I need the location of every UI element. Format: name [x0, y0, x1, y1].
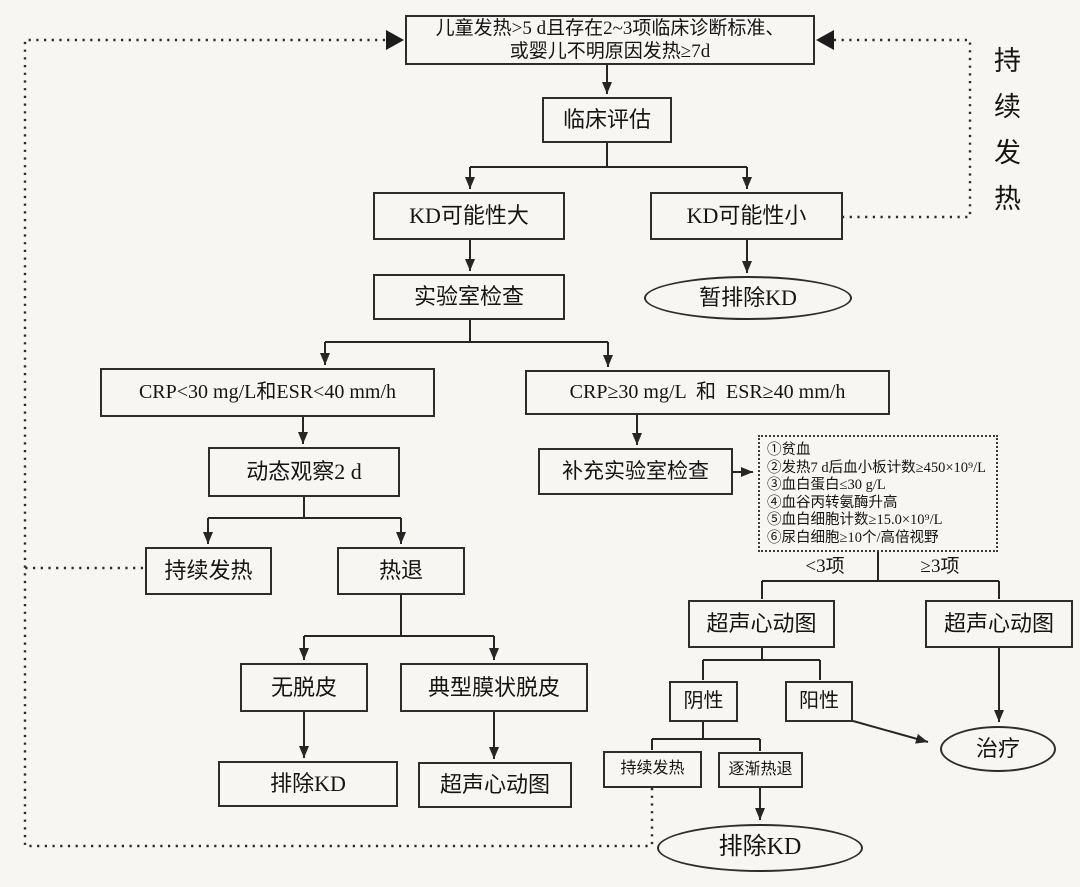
node-temp-exclude-kd: 暂排除KD [644, 276, 852, 320]
node-persistent-fever-bottom: 持续发热 [603, 751, 702, 788]
node-negative: 阴性 [669, 681, 738, 722]
loop-arrowhead-right [816, 30, 834, 50]
node-fever-subsides: 热退 [337, 547, 465, 595]
node-exclude-kd-final: 排除KD [657, 824, 863, 872]
node-clinical-evaluation: 临床评估 [542, 97, 672, 143]
node-kd-likely: KD可能性大 [373, 192, 565, 240]
node-exclude-kd-box: 排除KD [218, 761, 398, 807]
branch-label-ge3: ≥3项 [920, 556, 960, 577]
node-lab-exam: 实验室检查 [373, 274, 565, 320]
branch-label-lt3: <3项 [805, 556, 845, 577]
node-lab-criteria-list: ①贫血 ②发热7 d后血小板计数≥450×10⁹/L ③血白蛋白≤30 g/L … [758, 435, 998, 552]
side-label-persistent-fever: 持续发热 [990, 46, 1020, 230]
node-kd-unlikely: KD可能性小 [650, 192, 843, 240]
criteria-item-1: ①贫血 [767, 442, 811, 458]
node-crp-low: CRP<30 mg/L和ESR<40 mm/h [100, 368, 435, 417]
node-typical-peeling: 典型膜状脱皮 [400, 663, 588, 712]
node-supplement-lab: 补充实验室检查 [538, 448, 733, 495]
criteria-item-5: ⑤血白细胞计数≥15.0×10⁹/L [767, 512, 943, 529]
criteria-item-6: ⑥尿白细胞≥10个/高倍视野 [767, 529, 939, 546]
node-dynamic-observation: 动态观察2 d [208, 447, 400, 497]
criteria-item-2: ②发热7 d后血小板计数≥450×10⁹/L [767, 459, 986, 476]
node-no-peeling: 无脱皮 [240, 663, 368, 712]
node-gradual-defervescence: 逐渐热退 [718, 752, 803, 788]
node-positive: 阳性 [785, 681, 853, 722]
criteria-item-3: ③血白蛋白≤30 g/L [767, 477, 886, 494]
node-echo-right: 超声心动图 [925, 600, 1073, 648]
node-persistent-fever-left: 持续发热 [145, 547, 272, 595]
entry-criteria-line2: 或婴儿不明原因发热≥7d [509, 41, 711, 62]
node-echo-left: 超声心动图 [418, 762, 572, 808]
node-treatment: 治疗 [940, 726, 1056, 772]
loop-arrowhead-left [386, 30, 404, 50]
node-echo-mid: 超声心动图 [688, 600, 835, 648]
node-entry-criteria: 儿童发热>5 d且存在2~3项临床诊断标准、 或婴儿不明原因发热≥7d [405, 15, 815, 65]
criteria-item-4: ④血谷丙转氨酶升高 [767, 494, 898, 511]
node-crp-high: CRP≥30 mg/L 和 ESR≥40 mm/h [525, 370, 890, 415]
entry-criteria-line1: 儿童发热>5 d且存在2~3项临床诊断标准、 [435, 18, 785, 39]
